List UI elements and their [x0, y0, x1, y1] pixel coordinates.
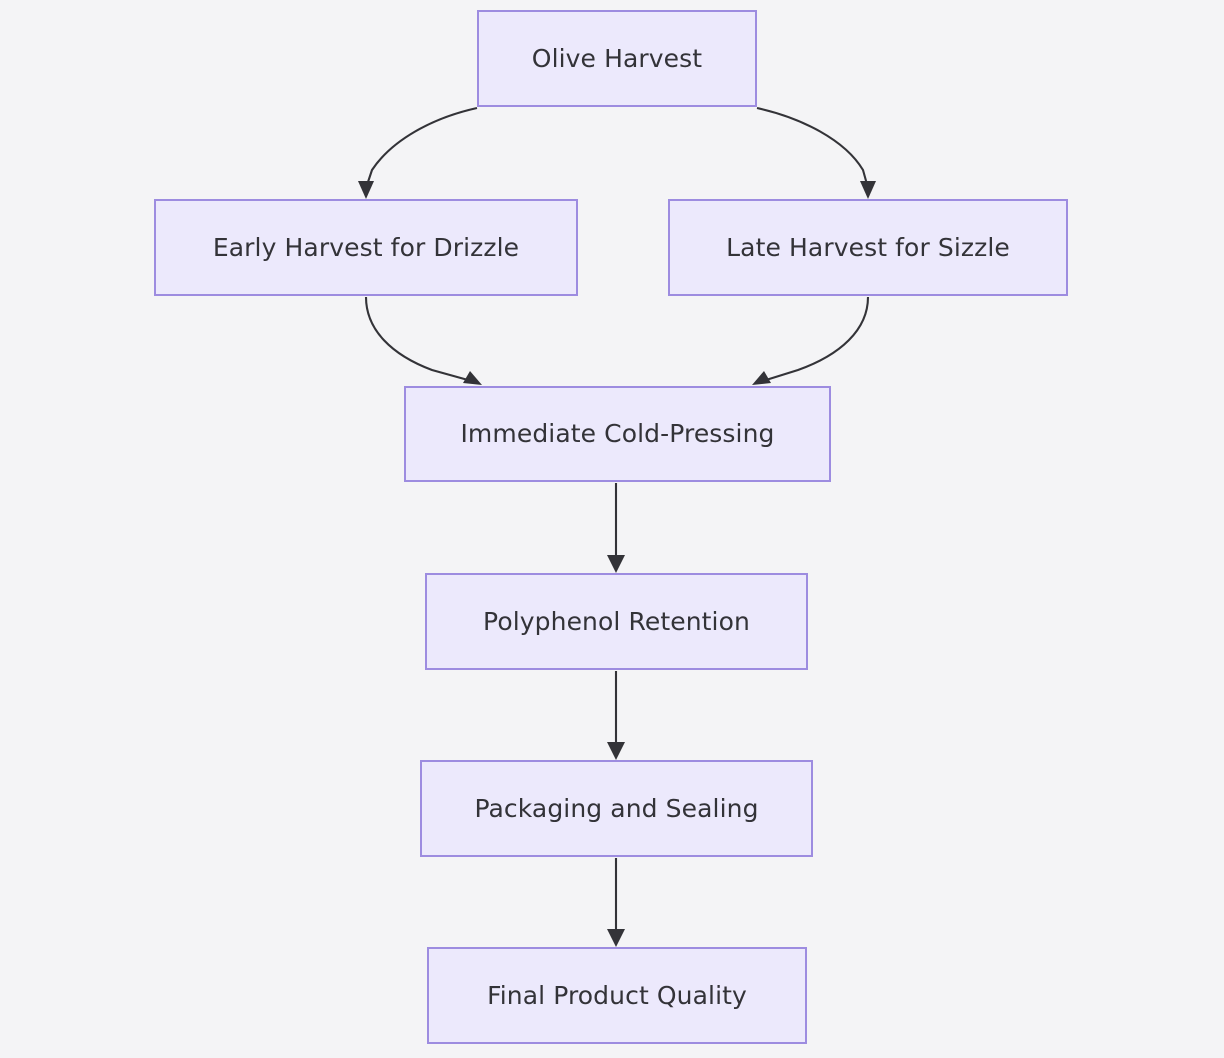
- edge-late-harvest-to-cold-pressing: [752, 296, 870, 385]
- edge-olive-harvest-to-late-harvest: [756, 106, 876, 199]
- node-label: Olive Harvest: [531, 43, 703, 73]
- node-late-harvest-for-sizzle[interactable]: Late Harvest for Sizzle: [668, 199, 1068, 296]
- node-packaging-and-sealing[interactable]: Packaging and Sealing: [420, 760, 813, 857]
- edge-cold-pressing-to-polyphenol-retention: [607, 483, 625, 573]
- edge-polyphenol-retention-to-packaging-sealing: [607, 671, 625, 760]
- edge-olive-harvest-to-early-harvest: [358, 106, 478, 199]
- node-label: Immediate Cold-Pressing: [460, 419, 775, 448]
- node-label: Late Harvest for Sizzle: [726, 232, 1010, 262]
- node-immediate-cold-pressing[interactable]: Immediate Cold-Pressing: [404, 386, 831, 482]
- node-polyphenol-retention[interactable]: Polyphenol Retention: [425, 573, 808, 670]
- node-label: Final Product Quality: [487, 980, 747, 1010]
- node-olive-harvest[interactable]: Olive Harvest: [477, 10, 757, 107]
- edge-early-harvest-to-cold-pressing: [364, 296, 482, 385]
- node-label: Early Harvest for Drizzle: [212, 232, 520, 262]
- node-label: Polyphenol Retention: [483, 606, 750, 636]
- edge-packaging-sealing-to-final-quality: [607, 858, 625, 947]
- node-early-harvest-for-drizzle[interactable]: Early Harvest for Drizzle: [154, 199, 578, 296]
- node-label: Packaging and Sealing: [474, 793, 759, 823]
- node-final-product-quality[interactable]: Final Product Quality: [427, 947, 807, 1044]
